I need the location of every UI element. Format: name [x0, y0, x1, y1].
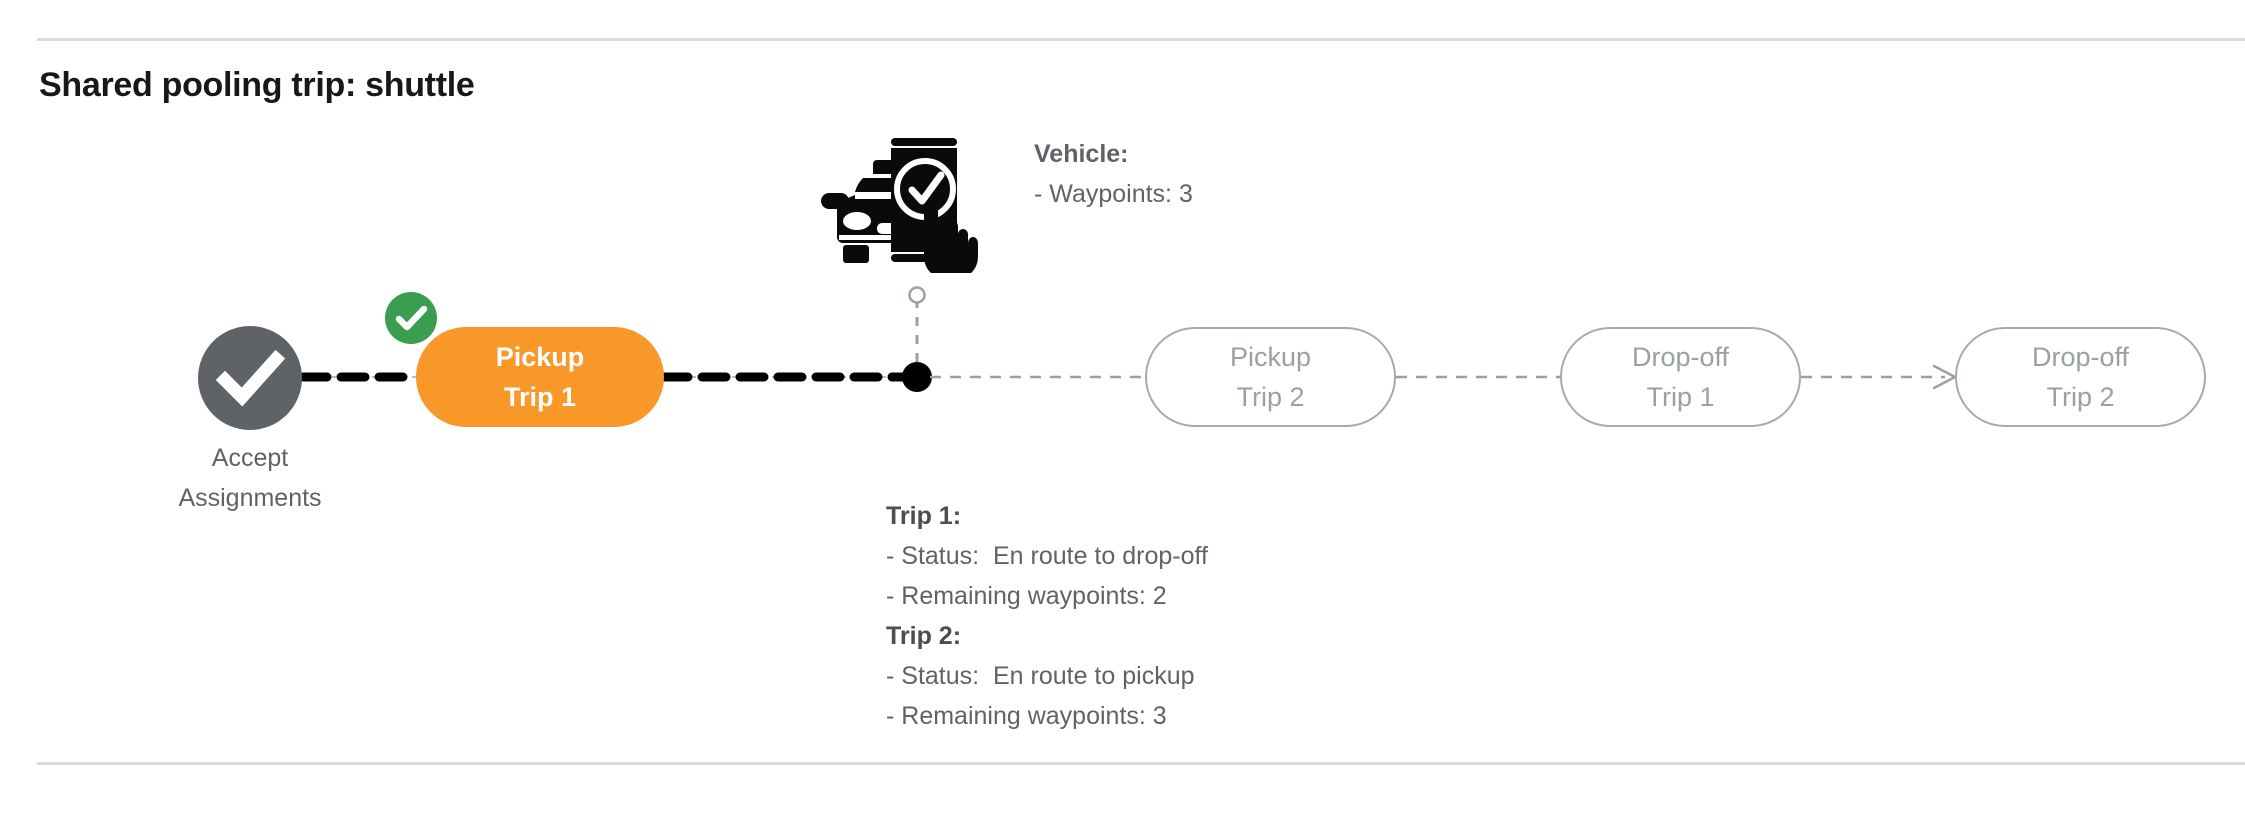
trip-2-heading-colon: : [952, 622, 962, 650]
vehicle-heading: Vehicle [1034, 140, 1121, 168]
vehicle-info-block: Vehicle: - Waypoints: 3 [1034, 134, 1193, 214]
trip-2-heading-row: Trip 2: [886, 616, 1208, 656]
trips-info-block: Trip 1: - Status: En route to drop-off -… [886, 496, 1208, 736]
step-pill-dropoff-trip-1[interactable]: Drop-off Trip 1 [1560, 327, 1801, 427]
step-pill-line1: Drop-off [1631, 342, 1730, 372]
step-pill-line2: Trip 2 [2046, 382, 2115, 412]
top-divider [37, 38, 2245, 41]
step-pill-dropoff-trip-2[interactable]: Drop-off Trip 2 [1955, 327, 2206, 427]
vehicle-waypoints-row: - Waypoints: 3 [1034, 180, 1193, 208]
check-circle-icon [198, 326, 302, 430]
green-check-badge [385, 292, 437, 344]
vehicle-heading-colon: : [1120, 140, 1129, 168]
trip-1-heading: Trip 1 [886, 502, 953, 530]
step-pill-line1: Pickup [1229, 342, 1312, 372]
trip-1-heading-colon: : [952, 502, 962, 530]
bottom-divider [37, 762, 2245, 765]
vehicle-leader-endpoint [908, 286, 926, 304]
trip-1-heading-row: Trip 1: [886, 496, 1208, 536]
trip-1-waypoints-row: - Remaining waypoints: 2 [886, 582, 1167, 610]
trip-2-status-row: - Status: En route to pickup [886, 662, 1195, 690]
vehicle-position-dot [902, 362, 932, 392]
trip-1-status-row: - Status: En route to drop-off [886, 542, 1208, 570]
trip-2-heading: Trip 2 [886, 622, 953, 650]
accept-assignments-node[interactable]: Accept Assignments [178, 326, 322, 512]
trip-2-waypoints-row: - Remaining waypoints: 3 [886, 702, 1167, 730]
step-pill-line1: Pickup [495, 342, 585, 372]
path-arrowhead [1932, 364, 1957, 390]
step-pill-pickup-trip-2[interactable]: Pickup Trip 2 [1145, 327, 1396, 427]
step-pill-line2: Trip 1 [1646, 382, 1715, 412]
accept-assignments-label: Accept Assignments [178, 444, 322, 512]
step-pill-pickup-trip-1[interactable]: Pickup Trip 1 [416, 327, 664, 427]
step-pill-line1: Drop-off [2031, 342, 2130, 372]
step-pill-line2: Trip 2 [1236, 382, 1305, 412]
vehicle-heading-row: Vehicle: [1034, 134, 1193, 174]
car-phone-check-icon [815, 123, 985, 273]
step-pill-line2: Trip 1 [503, 382, 577, 412]
page-title: Shared pooling trip: shuttle [39, 66, 475, 104]
